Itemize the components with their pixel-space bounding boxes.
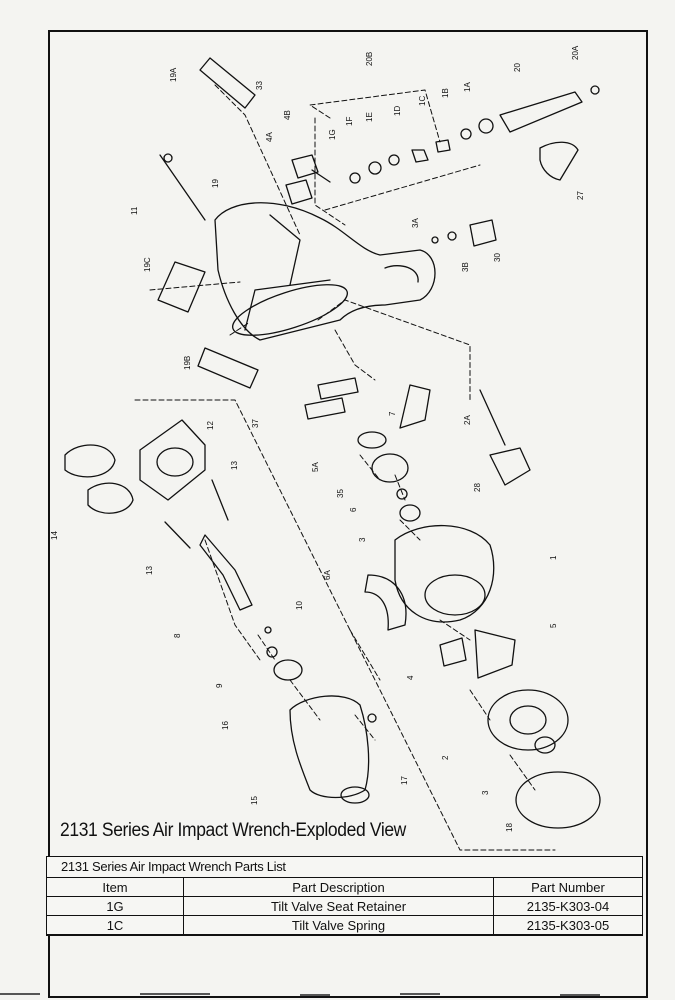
callout-8: 8	[173, 633, 182, 638]
callout-20B: 20B	[365, 52, 374, 66]
callout-17: 17	[400, 776, 409, 785]
cell-part-number: 2135-K303-04	[493, 896, 642, 916]
col-header-description: Part Description	[183, 878, 494, 897]
callout-4A: 4A	[265, 132, 274, 142]
callout-1C: 1C	[418, 96, 427, 106]
callout-3A: 3A	[411, 218, 420, 228]
callout-2A: 2A	[463, 415, 472, 425]
col-header-part-number: Part Number	[493, 878, 642, 897]
callout-1: 1	[549, 555, 558, 560]
callout-1F: 1F	[345, 117, 354, 126]
callout-4: 4	[406, 675, 415, 680]
callout-5: 5	[549, 623, 558, 628]
cell-description: Tilt Valve Seat Retainer	[183, 896, 494, 916]
col-header-item: Item	[47, 878, 184, 897]
callout-3-upper: 3	[358, 537, 367, 542]
callout-3-lower: 3	[481, 790, 490, 795]
callout-30: 30	[493, 253, 502, 262]
table-row: 1G Tilt Valve Seat Retainer 2135-K303-04	[47, 896, 642, 916]
callout-16: 16	[221, 721, 230, 730]
callout-19: 19	[211, 179, 220, 188]
callout-13-lower: 13	[145, 566, 154, 575]
callout-20A: 20A	[571, 45, 580, 60]
callout-20: 20	[513, 63, 522, 72]
diagram-caption: 2131 Series Air Impact Wrench-Exploded V…	[60, 820, 406, 841]
callout-35: 35	[336, 489, 345, 498]
callout-19A: 19A	[169, 67, 178, 82]
callout-10: 10	[295, 601, 304, 610]
callout-18: 18	[505, 823, 514, 832]
callout-15: 15	[250, 796, 259, 805]
table-row: 1C Tilt Valve Spring 2135-K303-05	[47, 915, 642, 935]
cell-item: 1G	[47, 896, 184, 916]
callout-12: 12	[206, 421, 215, 430]
callout-1A: 1A	[463, 82, 472, 92]
callout-19B: 19B	[183, 356, 192, 370]
callout-7: 7	[388, 411, 397, 416]
callout-11: 11	[130, 206, 139, 215]
cell-part-number: 2135-K303-05	[493, 915, 642, 935]
scan-edge-marks	[0, 993, 600, 996]
callout-1E: 1E	[365, 112, 374, 122]
callout-3B: 3B	[461, 262, 470, 272]
callout-13-upper: 13	[230, 461, 239, 470]
cell-item: 1C	[47, 915, 184, 935]
cell-description: Tilt Valve Spring	[183, 915, 494, 935]
callout-4B: 4B	[283, 110, 292, 120]
callout-6: 6	[349, 507, 358, 512]
diagram-frame	[48, 30, 648, 998]
parts-list-title: 2131 Series Air Impact Wrench Parts List	[47, 857, 642, 878]
callout-1B: 1B	[441, 88, 450, 98]
callout-37: 37	[251, 419, 260, 428]
callout-labels: 19A 33 20B 20 20A 4A 4B 1G 1F 1E 1D 1C 1…	[50, 45, 585, 832]
parts-list-table: 2131 Series Air Impact Wrench Parts List…	[46, 856, 643, 936]
callout-19C: 19C	[143, 257, 152, 272]
callout-1G: 1G	[328, 129, 337, 140]
parts-table: Item Part Description Part Number 1G Til…	[47, 878, 642, 935]
callout-27: 27	[576, 191, 585, 200]
callout-5A: 5A	[311, 462, 320, 472]
callout-2: 2	[441, 755, 450, 760]
table-header-row: Item Part Description Part Number	[47, 878, 642, 897]
callout-6A: 6A	[323, 570, 332, 580]
callout-14: 14	[50, 531, 59, 540]
callout-28: 28	[473, 483, 482, 492]
callout-9: 9	[215, 683, 224, 688]
callout-1D: 1D	[393, 106, 402, 116]
callout-33: 33	[255, 81, 264, 90]
